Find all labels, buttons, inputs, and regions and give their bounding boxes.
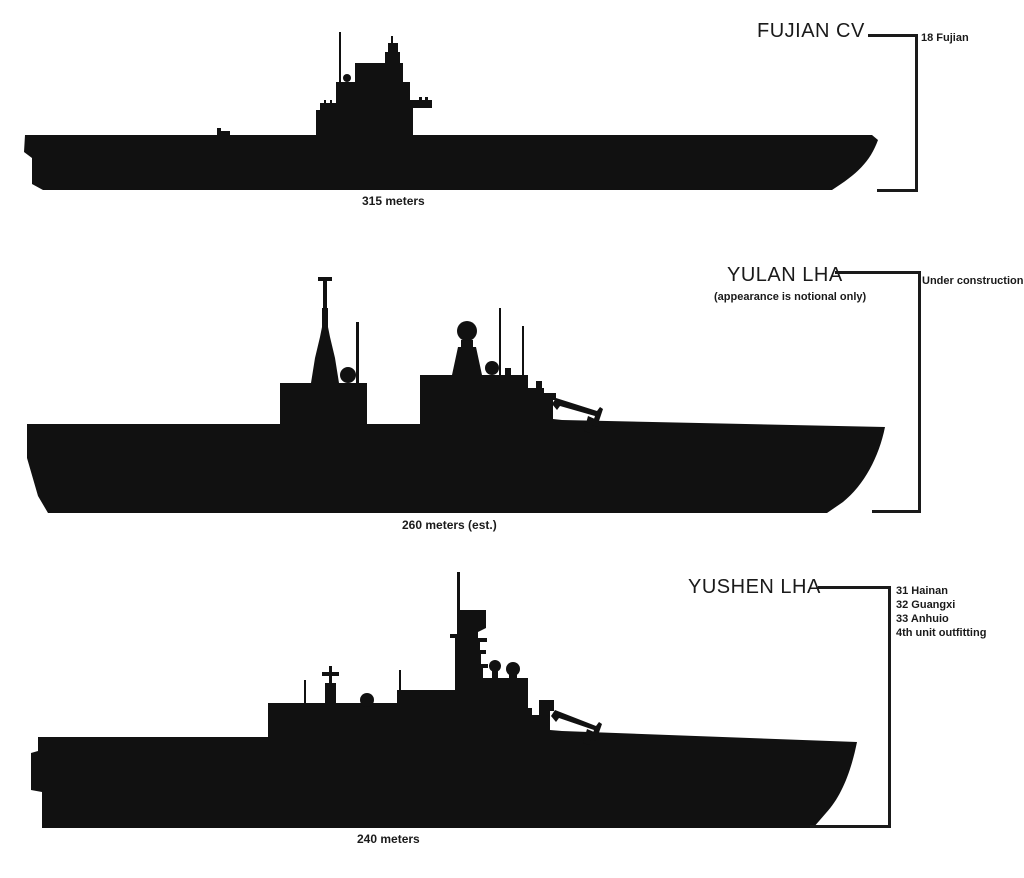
yulan-mast-dome-cap [457, 321, 477, 341]
yulan-lha-silhouette [27, 277, 885, 513]
yulan-deck-crane [552, 398, 603, 433]
length-label-yulan: 260 meters (est.) [402, 518, 497, 532]
bracket-line-bottom [810, 825, 891, 828]
annotation-yushen-units: 31 Hainan 32 Guangxi 33 Anhuio 4th unit … [896, 584, 986, 640]
bracket-line-top [818, 586, 891, 589]
bracket-line-vertical [888, 586, 891, 828]
annotation-fujian-unit: 18 Fujian [921, 32, 969, 44]
annotation-yulan-status: Under construction [922, 275, 1024, 287]
yushen-radar-dome-forward [360, 693, 374, 707]
yulan-hull-and-superstructure [27, 277, 885, 513]
length-label-fujian: 315 meters [362, 194, 425, 208]
yushen-lha-silhouette [31, 572, 857, 828]
annotation-line: 33 Anhuio [896, 613, 949, 625]
fujian-cv-silhouette [24, 32, 878, 190]
ship-name-yushen: YUSHEN LHA [688, 576, 821, 598]
bracket-line-vertical [918, 271, 921, 513]
yushen-mast-ball-2 [506, 662, 520, 676]
yushen-deck-crane [551, 710, 602, 745]
bracket-line-top [868, 34, 918, 37]
ship-name-yulan: YULAN LHA [727, 264, 843, 286]
yulan-radar-dome-forward [340, 367, 356, 383]
ship-note-yulan: (appearance is notional only) [714, 291, 867, 303]
yulan-radar-dome-aft [485, 361, 499, 375]
yushen-mast-ball-1 [489, 660, 501, 672]
bracket-line-bottom [872, 510, 921, 513]
annotation-line: 32 Guangxi [896, 599, 956, 611]
annotation-line: 4th unit outfitting [896, 627, 987, 639]
bracket-line-bottom [877, 189, 918, 192]
bracket-line-vertical [915, 34, 918, 192]
length-label-yushen: 240 meters [357, 832, 420, 846]
fujian-radar-dome [343, 74, 351, 82]
fujian-hull-and-island [24, 32, 878, 190]
bracket-line-top [835, 271, 921, 274]
yushen-hull-and-superstructure [31, 572, 857, 828]
ship-name-fujian: FUJIAN CV [757, 20, 865, 42]
annotation-line: 31 Hainan [896, 585, 948, 597]
